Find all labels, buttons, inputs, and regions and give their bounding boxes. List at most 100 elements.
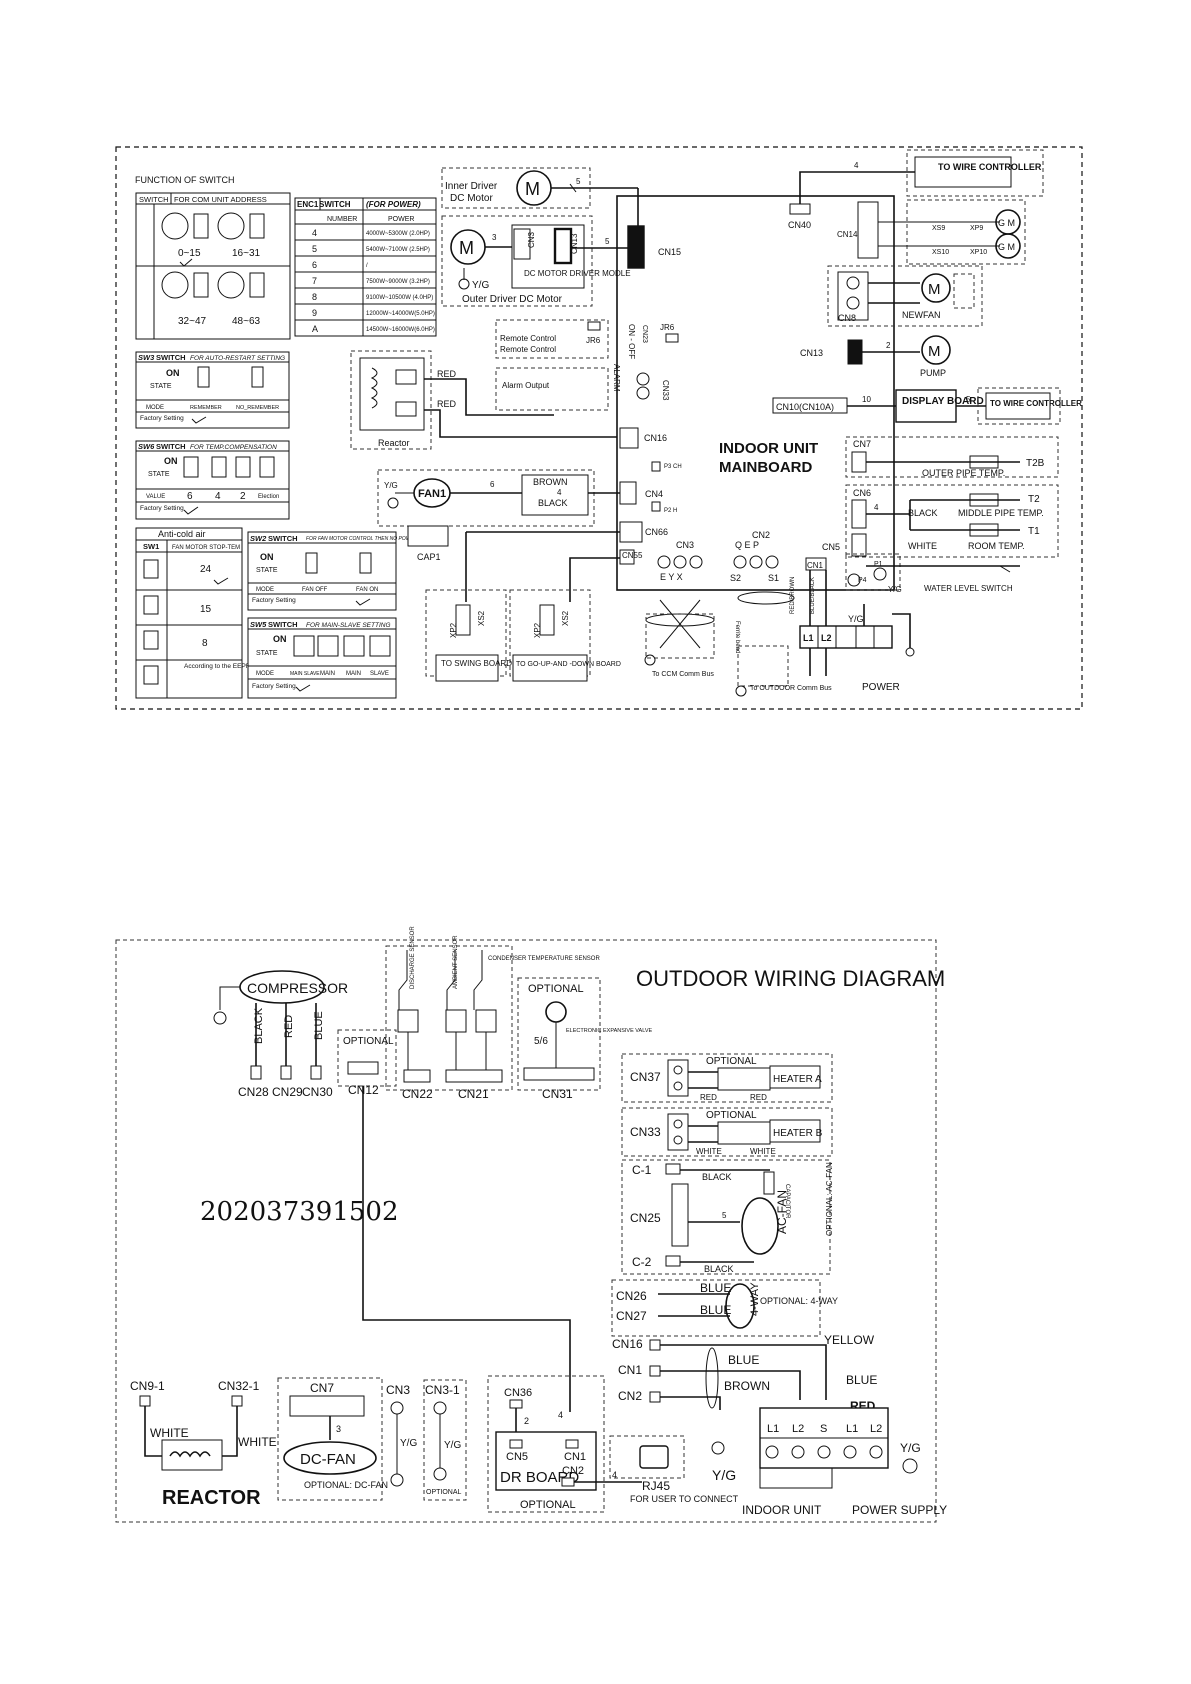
sw2-table: SW2 SWITCH FOR FAN MOTOR CONTROL THEN NO…	[247, 531, 444, 611]
svg-text:Factory Setting: Factory Setting	[140, 505, 184, 512]
svg-text:CN7: CN7	[310, 1381, 334, 1395]
svg-text:NUMBER: NUMBER	[327, 216, 357, 223]
svg-text:CN16: CN16	[644, 433, 667, 443]
svg-text:4: 4	[854, 161, 859, 170]
svg-text:CN2: CN2	[618, 1389, 642, 1403]
compressor-area: COMPRESSOR BLACK RED BLUE CN28 CN29 CN30	[213, 970, 348, 1099]
svg-text:MAIN SLAVE: MAIN SLAVE	[290, 671, 320, 677]
svg-text:3: 3	[492, 233, 497, 242]
svg-text:SWITCH: SWITCH	[268, 620, 298, 629]
power-row-value: 9100W~10500W (4.0HP)	[366, 295, 433, 301]
dc-fan-icon	[283, 1441, 377, 1475]
svg-text:WHITE: WHITE	[150, 1426, 189, 1440]
outdoor-diagram-border	[115, 939, 937, 1523]
svg-text:CN7: CN7	[853, 439, 871, 449]
power-row-value: 7500W~9000W (3.2HP)	[366, 279, 430, 285]
svg-text:Outer Driver DC Motor: Outer Driver DC Motor	[462, 294, 563, 305]
svg-text:CN21: CN21	[458, 1087, 489, 1101]
power-row-number: A	[312, 324, 318, 334]
svg-text:T1: T1	[1028, 526, 1040, 537]
svg-text:XS2: XS2	[477, 610, 486, 626]
svg-text:OPTIONAL: DC-FAN: OPTIONAL: DC-FAN	[304, 1480, 388, 1490]
fan1-area: FAN1 Y/G 6 BROWN BLACK 4 CAP1 CN4 P3 CH …	[377, 461, 682, 562]
svg-text:NEWFAN: NEWFAN	[902, 310, 941, 320]
svg-text:AC-FAN: AC-FAN	[775, 1190, 789, 1234]
svg-text:G M: G M	[998, 218, 1015, 228]
display-board-area: CN10(CN10A) 10 DISPLAY BOARD 5 TO WIRE C…	[772, 387, 1082, 425]
svg-text:CN5: CN5	[822, 542, 840, 552]
svg-text:INDOOR UNIT: INDOOR UNIT	[742, 1503, 822, 1517]
svg-text:ON: ON	[166, 368, 180, 378]
svg-text:Q E P: Q E P	[735, 540, 759, 550]
svg-text:CN5: CN5	[506, 1451, 528, 1463]
svg-text:FAN OFF: FAN OFF	[302, 587, 328, 593]
power-row-number: 4	[312, 228, 317, 238]
svg-text:CN37: CN37	[630, 1070, 661, 1084]
svg-text:15: 15	[200, 604, 212, 615]
svg-text:SW2: SW2	[250, 534, 267, 543]
svg-text:CN1: CN1	[564, 1451, 586, 1463]
svg-text:4-WAY: 4-WAY	[749, 1282, 761, 1316]
svg-text:Remote Control: Remote Control	[500, 345, 556, 354]
svg-text:Y/G: Y/G	[712, 1467, 736, 1483]
svg-text:BLACK: BLACK	[253, 1007, 265, 1044]
svg-text:CN3-1: CN3-1	[425, 1383, 460, 1397]
power-row-value: 5400W~7100W (2.5HP)	[366, 247, 430, 253]
heater-a-area: CN37 OPTIONAL RED RED HEATER A	[621, 1053, 833, 1103]
svg-text:2: 2	[240, 491, 246, 502]
svg-text:OPTIONAL: AC-FAN: OPTIONAL: AC-FAN	[825, 1162, 834, 1236]
svg-text:BLUE: BLUE	[728, 1353, 759, 1367]
sw3-table: SW3 SWITCH FOR AUTO-RESTART SETTING ON S…	[135, 351, 290, 429]
indoor-mainboard	[616, 195, 895, 591]
svg-text:BROWN: BROWN	[533, 477, 568, 487]
svg-text:POWER: POWER	[388, 216, 414, 223]
svg-text:P4: P4	[858, 577, 867, 584]
mainboard-label: MAINBOARD	[719, 459, 812, 476]
svg-text:BROWN: BROWN	[724, 1379, 770, 1393]
svg-text:CN16: CN16	[612, 1337, 643, 1351]
svg-text:CAPACITOR: CAPACITOR	[784, 1184, 790, 1219]
ac-fan-icon	[741, 1197, 779, 1255]
comm-terminals: CN3 E Y X CN2 Q E P S2 S1 To CCM Comm Bu…	[644, 530, 832, 697]
svg-text:BLACK: BLACK	[908, 508, 938, 518]
svg-text:Factory Setting: Factory Setting	[140, 415, 184, 422]
power-row-number: 7	[312, 276, 317, 286]
svg-text:CN23: CN23	[641, 325, 648, 343]
svg-text:DC-FAN: DC-FAN	[300, 1451, 356, 1468]
svg-text:MAIN: MAIN	[346, 671, 361, 677]
newfan-area: CN8 M NEWFAN	[827, 265, 983, 327]
svg-text:SW5: SW5	[250, 620, 267, 629]
remote-alarm-area: Remote Control Remote Control JR6 Alarm …	[495, 319, 679, 411]
svg-text:FOR MAIN-SLAVE SETTING: FOR MAIN-SLAVE SETTING	[306, 622, 391, 629]
svg-text:Y/G: Y/G	[400, 1438, 417, 1449]
svg-text:OPTIONAL: OPTIONAL	[706, 1110, 757, 1121]
dr-board-area: CN36 2 4 CN5 CN1 DR BOARD CN2 OPTIONAL 4…	[487, 1375, 739, 1513]
svg-text:CN55: CN55	[622, 551, 643, 560]
svg-text:WHITE: WHITE	[908, 541, 937, 551]
svg-text:CN10(CN10A): CN10(CN10A)	[776, 402, 834, 412]
svg-text:CN14: CN14	[837, 230, 858, 239]
svg-text:L2: L2	[821, 633, 832, 643]
svg-text:CN32-1: CN32-1	[218, 1379, 260, 1393]
svg-text:CN15: CN15	[658, 247, 681, 257]
svg-text:XP9: XP9	[970, 225, 983, 232]
svg-text:DR BOARD: DR BOARD	[500, 1469, 579, 1486]
svg-text:BLACK: BLACK	[538, 498, 568, 508]
svg-text:32~47: 32~47	[178, 316, 207, 327]
svg-text:Y/G: Y/G	[444, 1440, 461, 1451]
four-way-valve-icon	[725, 1283, 755, 1329]
svg-text:FOR USER TO CONNECT: FOR USER TO CONNECT	[630, 1494, 739, 1504]
water-level-area: CN5 P1 P4 Y/G WATER LEVEL SWITCH	[822, 533, 1020, 594]
svg-text:JR6: JR6	[586, 336, 601, 345]
svg-text:8: 8	[202, 638, 208, 649]
svg-text:ENC1: ENC1	[297, 200, 319, 209]
svg-text:ALARM: ALARM	[612, 364, 621, 392]
svg-text:TO SWING BOARD: TO SWING BOARD	[441, 659, 512, 668]
svg-text:COMPRESSOR: COMPRESSOR	[247, 980, 348, 996]
sw5-table: SW5 SWITCH FOR MAIN-SLAVE SETTING ON STA…	[247, 617, 397, 699]
ac-fan-area: C-1 BLACK CAPACITOR CN25 5 AC-FAN OPTION…	[621, 1159, 834, 1275]
svg-text:OPTIONAL: OPTIONAL	[426, 1489, 462, 1496]
svg-text:G M: G M	[998, 242, 1015, 252]
